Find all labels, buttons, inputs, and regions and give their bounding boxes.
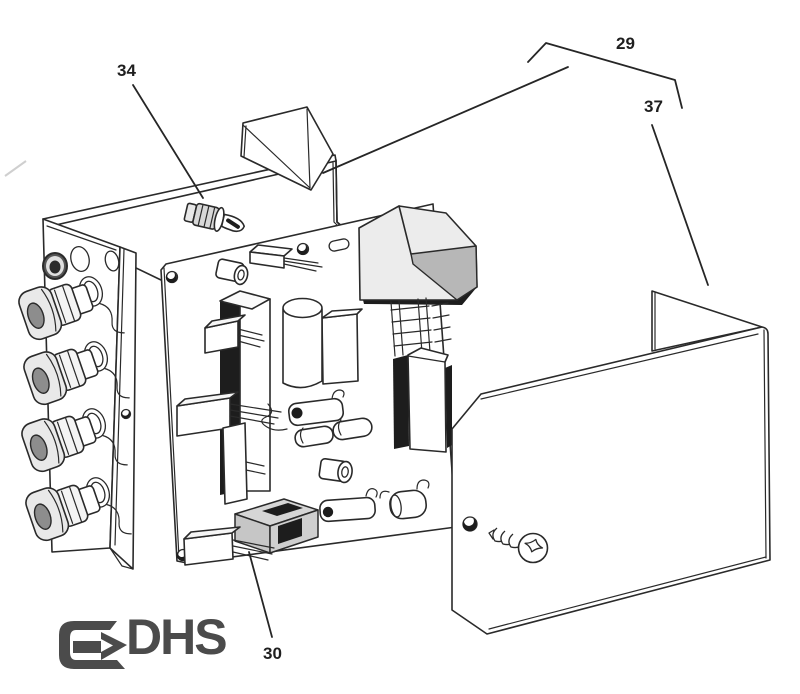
large-capacitor-icon	[282, 297, 323, 389]
film-capacitor-icon	[294, 417, 373, 448]
heatsink-pins-icon	[390, 297, 452, 357]
diode-icon	[261, 389, 345, 431]
capacitor-block-icon	[321, 313, 359, 385]
rubber-grommet-icon	[42, 252, 68, 280]
capacitor-block-top	[321, 308, 363, 319]
pin-header-icon	[176, 391, 282, 505]
phillips-screw-icon	[488, 527, 549, 564]
relay-icon	[234, 498, 319, 554]
panel-hole	[104, 250, 120, 272]
callout-label-37: 37	[644, 97, 663, 116]
callout-label-29: 29	[616, 34, 635, 53]
power-transformer-icon	[358, 205, 478, 305]
paper-scratch	[4, 160, 27, 177]
panel-hole	[70, 246, 90, 272]
circuit-board-drawing	[160, 203, 478, 566]
callout-label-34: 34	[117, 61, 136, 80]
electrolytic-capacitor-icon	[215, 258, 249, 286]
logo-arrow-icon	[59, 621, 127, 669]
cover-panel-drawing	[451, 290, 771, 635]
pin-header-icon	[204, 314, 265, 354]
pin-header-icon	[249, 244, 323, 272]
callout-label-30: 30	[263, 644, 282, 663]
logo-text: DHS	[126, 609, 228, 665]
capacitor-block-icon	[393, 347, 452, 453]
toggle-switch-icon	[183, 202, 246, 233]
diode-icon	[319, 488, 378, 523]
pin-header-icon	[183, 526, 275, 566]
mounting-bracket-icon	[240, 106, 334, 191]
electrolytic-capacitor-icon	[318, 458, 353, 484]
capacitor-cylinder-icon	[379, 479, 430, 520]
callout-leader-lines	[132, 42, 709, 638]
